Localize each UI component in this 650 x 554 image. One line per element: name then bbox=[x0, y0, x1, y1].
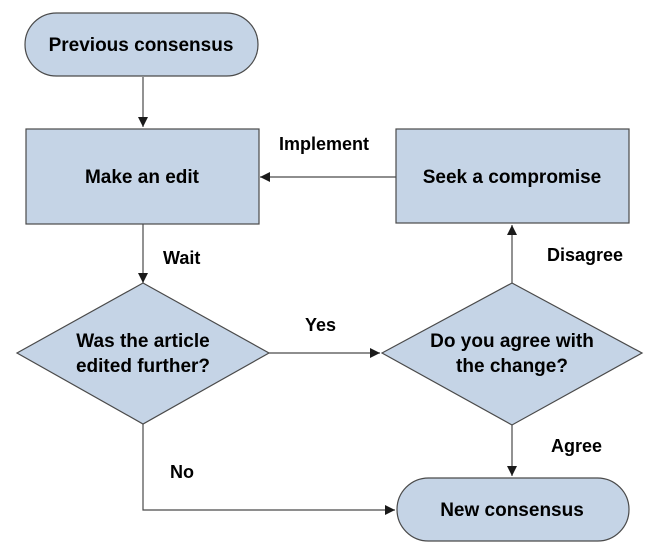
agree-change-label-line2: the change? bbox=[456, 356, 568, 377]
edge-label-no: No bbox=[170, 462, 194, 482]
edge-question-to-new-consensus bbox=[142, 424, 395, 515]
previous-consensus-node bbox=[24, 12, 259, 77]
new-consensus-node bbox=[396, 477, 630, 542]
make-edit-node bbox=[25, 128, 260, 225]
edge-label-agree: Agree bbox=[551, 436, 602, 456]
previous-consensus-label: Previous consensus bbox=[49, 35, 234, 56]
edited-further-label-line1: Was the article bbox=[76, 331, 209, 352]
new-consensus-label: New consensus bbox=[440, 500, 584, 521]
agree-change-label-line1: Do you agree with bbox=[430, 331, 594, 352]
edge-label-disagree: Disagree bbox=[547, 245, 623, 265]
seek-compromise-node bbox=[395, 128, 630, 224]
edge-label-implement: Implement bbox=[279, 134, 369, 154]
agree-change-decision bbox=[380, 282, 644, 426]
edge-label-wait: Wait bbox=[163, 248, 200, 268]
make-edit-label: Make an edit bbox=[85, 167, 200, 188]
edited-further-label-line2: edited further? bbox=[76, 356, 210, 377]
seek-compromise-label: Seek a compromise bbox=[423, 167, 601, 188]
edge-label-yes: Yes bbox=[305, 315, 336, 335]
edited-further-decision bbox=[15, 282, 271, 425]
